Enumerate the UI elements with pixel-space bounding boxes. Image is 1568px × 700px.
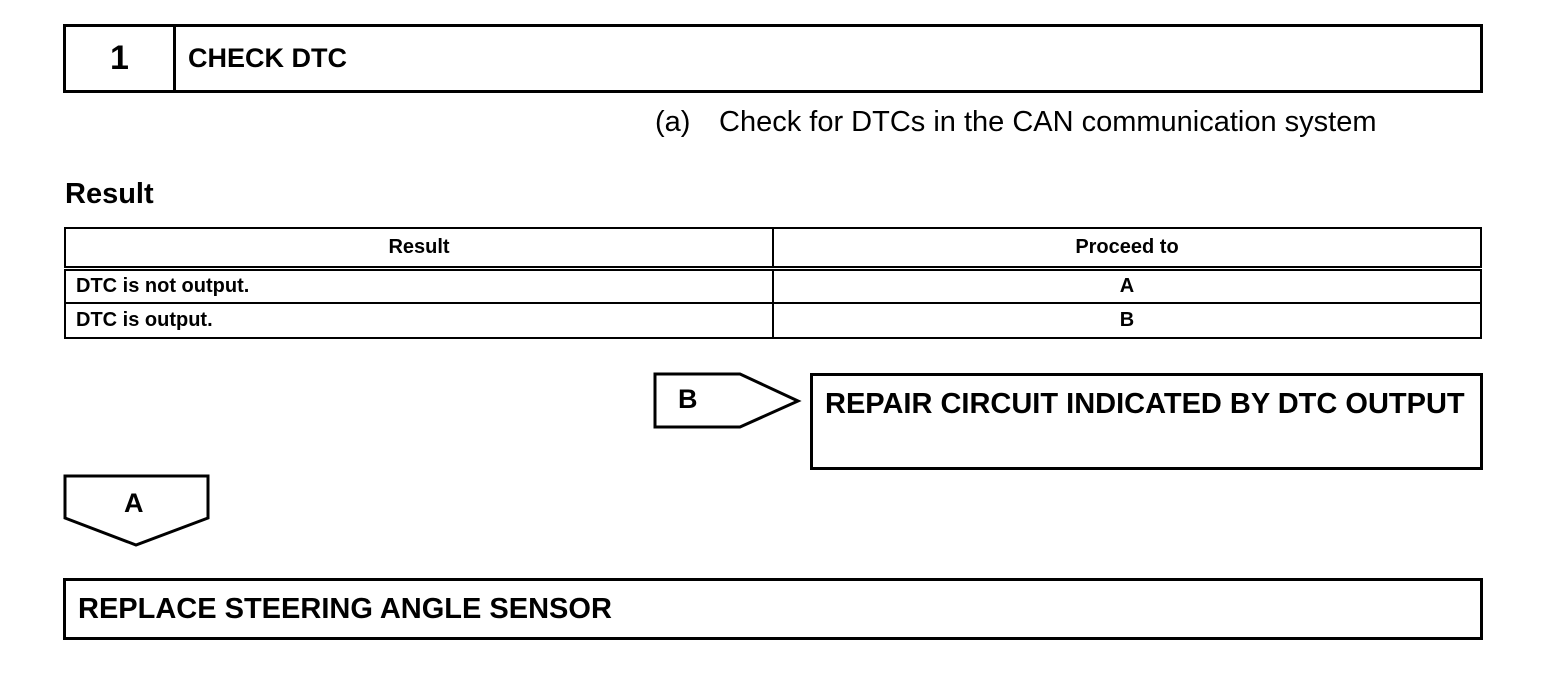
branch-b-label: B	[678, 384, 698, 414]
step-number: 1	[66, 27, 176, 90]
repair-circuit-box: REPAIR CIRCUIT INDICATED BY DTC OUTPUT	[810, 373, 1483, 470]
branch-b-arrow-shape	[653, 372, 802, 429]
branch-a-label: A	[124, 488, 144, 518]
step-title: CHECK DTC	[188, 43, 347, 73]
column-header-result: Result	[64, 227, 774, 271]
instruction-text: Check for DTCs in the CAN communication …	[719, 106, 1377, 138]
step-header: 1 CHECK DTC	[63, 24, 1483, 93]
instruction-line: (a) Check for DTCs in the CAN communicati…	[655, 106, 1377, 139]
proceed-cell: A	[772, 267, 1482, 304]
result-condition-cell: DTC is output.	[64, 302, 774, 339]
table-row: DTC is not output. A	[64, 267, 1482, 304]
table-row: DTC is output. B	[64, 302, 1482, 339]
result-table: Result Proceed to DTC is not output. A D…	[64, 227, 1482, 339]
table-header-row: Result Proceed to	[64, 227, 1482, 271]
instruction-marker: (a)	[655, 106, 691, 138]
column-header-proceed: Proceed to	[772, 227, 1482, 271]
branch-a-arrow-shape	[63, 474, 210, 547]
replace-sensor-box: REPLACE STEERING ANGLE SENSOR	[63, 578, 1483, 640]
result-heading: Result	[65, 178, 154, 210]
proceed-cell: B	[772, 302, 1482, 339]
result-condition-cell: DTC is not output.	[64, 267, 774, 304]
